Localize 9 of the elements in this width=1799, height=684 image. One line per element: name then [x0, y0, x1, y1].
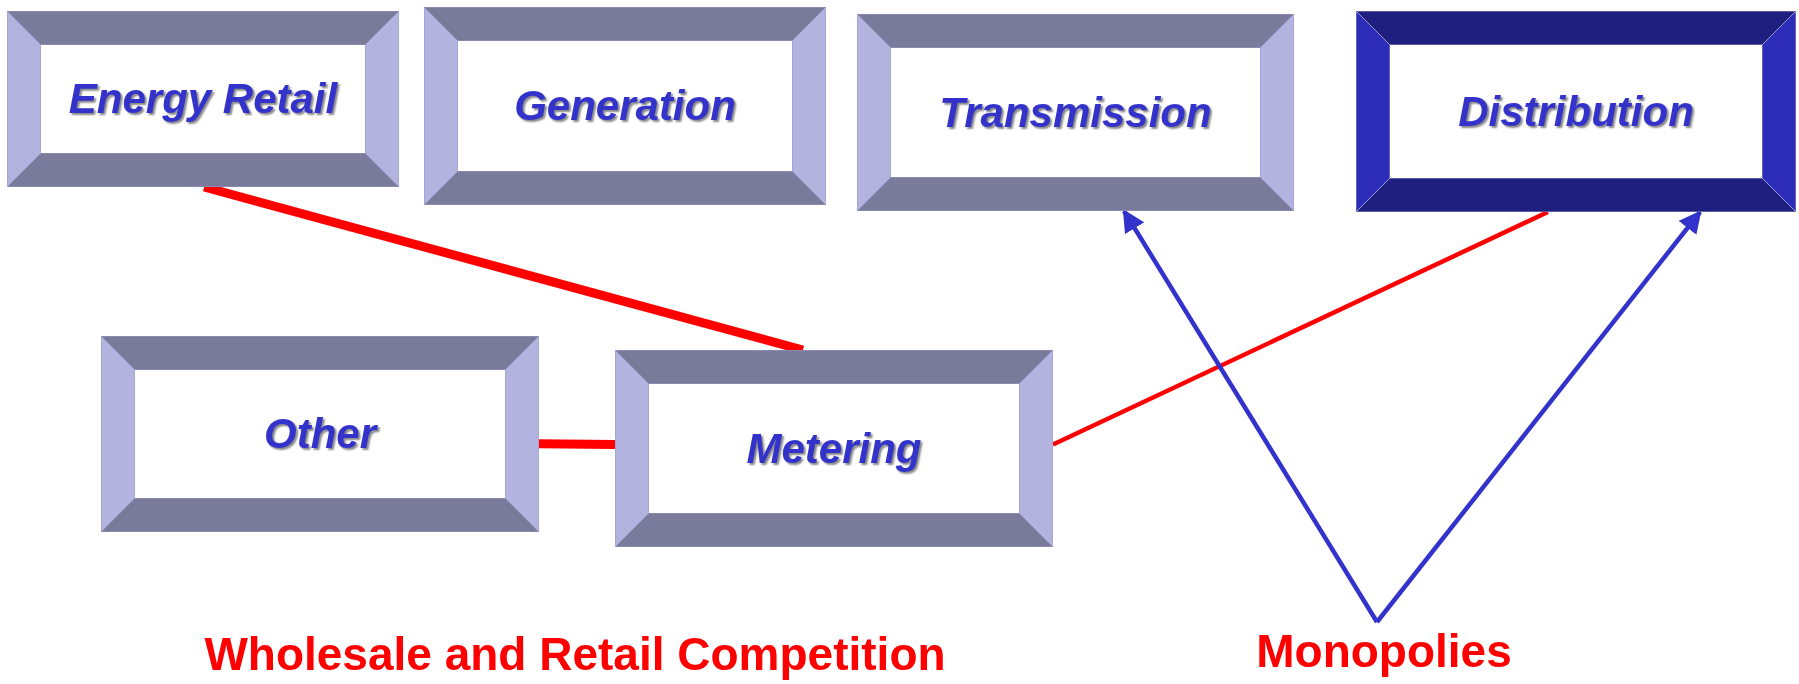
group-label: Wholesale and Retail Competition	[203, 627, 947, 682]
box-label: Transmission	[939, 88, 1212, 137]
box-label: Distribution	[1458, 87, 1694, 136]
group-label: Monopolies	[1256, 624, 1512, 678]
box-label: Metering	[746, 424, 922, 473]
box-label: Other	[264, 410, 376, 458]
box-label: Generation	[514, 82, 736, 130]
connector-line	[538, 439, 616, 450]
box-label: Energy Retail	[68, 75, 338, 123]
